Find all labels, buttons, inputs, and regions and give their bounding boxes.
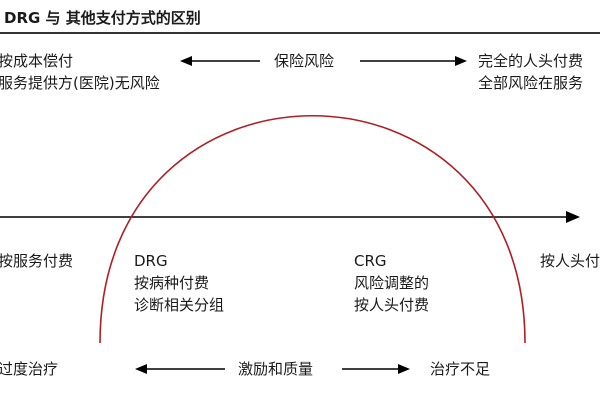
risk-arc <box>99 115 526 344</box>
mid-left-label: 按服务付费 <box>0 252 74 270</box>
bottom-center-label: 激励和质量 <box>238 360 314 378</box>
main-axis-arrow <box>0 211 580 223</box>
top-right-label: 完全的人头付费 全部风险在服务 <box>478 52 584 92</box>
crg-label: CRG 风险调整的 按人头付费 <box>354 252 430 314</box>
bottom-right-label: 治疗不足 <box>430 360 491 378</box>
diagram-title: DRG 与 其他支付方式的区别 <box>4 9 201 27</box>
bottom-left-label: 过度治疗 <box>0 360 59 378</box>
top-center-label: 保险风险 <box>274 52 335 70</box>
top-risk-arrow <box>180 56 467 66</box>
drg-label: DRG 按病种付费 诊断相关分组 <box>134 252 225 314</box>
top-left-label: 按成本偿付 服务提供方(医院)无风险 <box>0 52 160 92</box>
title-divider <box>0 32 600 34</box>
mid-right-label: 按人头付 <box>540 252 600 270</box>
bottom-incentive-arrow <box>135 364 410 374</box>
